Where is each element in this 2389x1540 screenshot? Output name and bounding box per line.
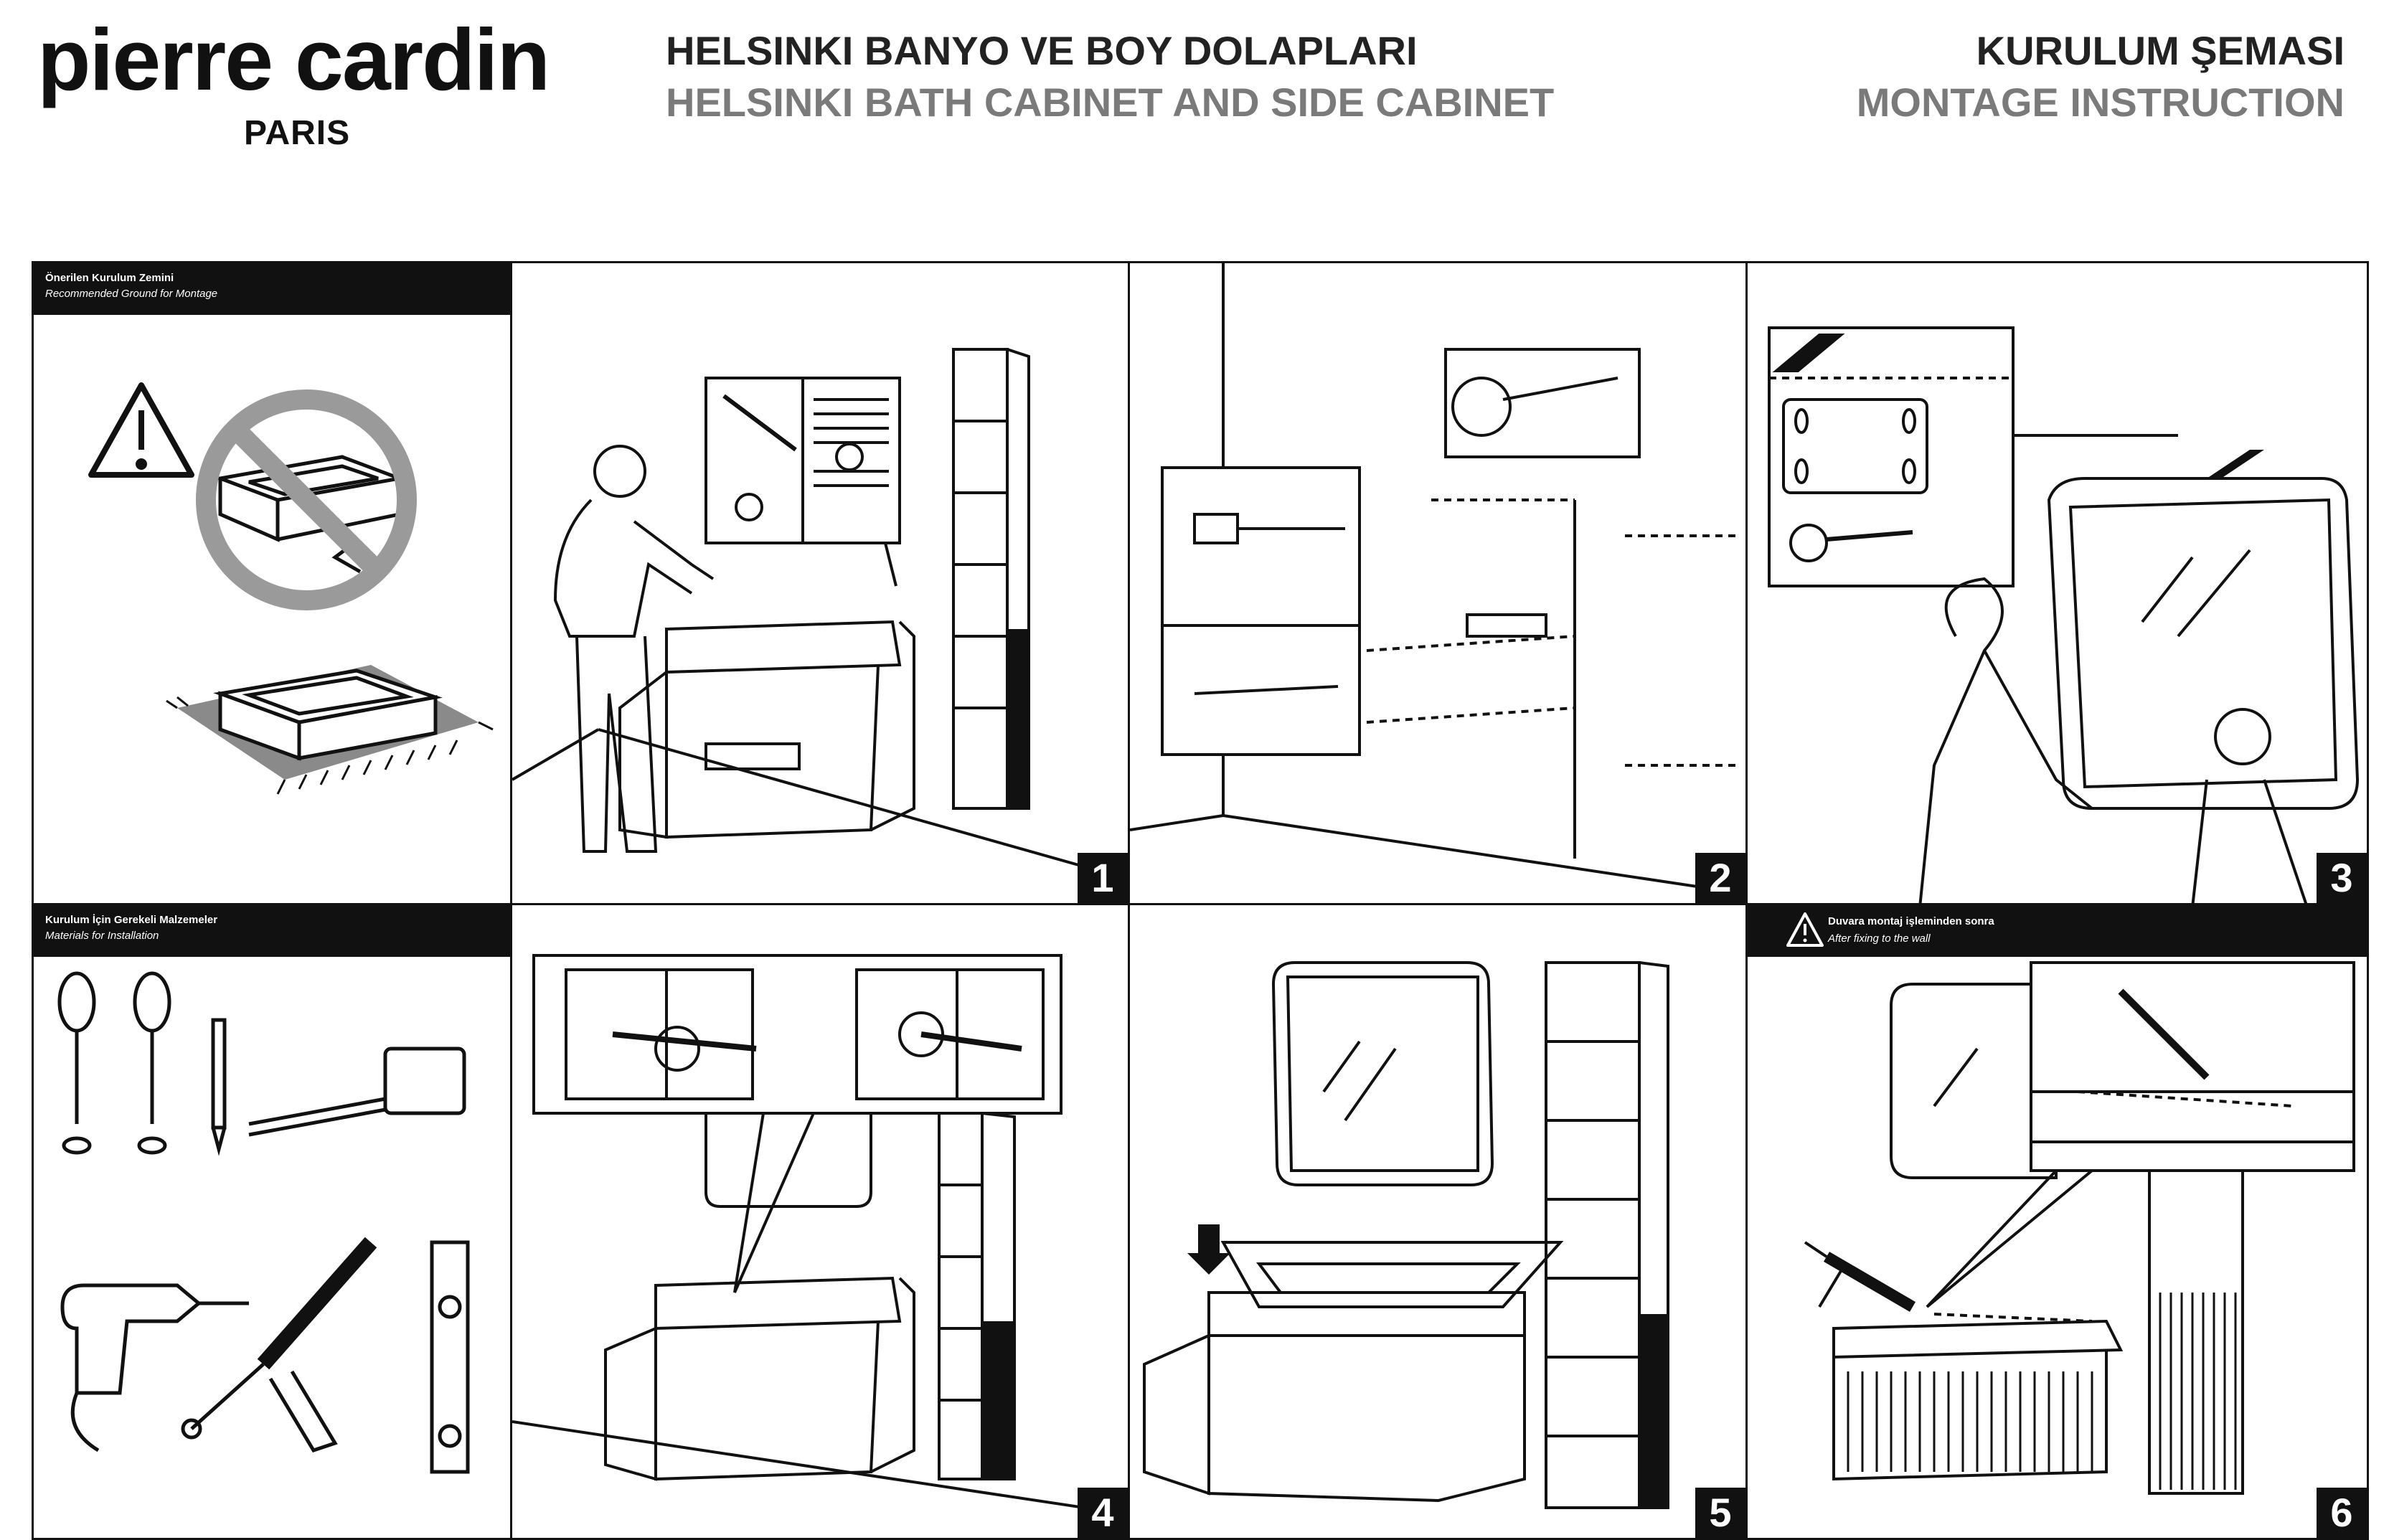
panel-step-5: 5 [1128,903,1748,1540]
panel-step-2: 2 [1128,261,1748,905]
step-number-2: 2 [1695,853,1745,903]
no-sign-icon [196,389,417,610]
step-6-illustration [1804,961,2355,1495]
caulking-gun-icon [181,1237,377,1453]
panel-step-6: Duvara montaj işleminden sonra After fix… [1745,903,2369,1540]
drill-icon [60,1283,249,1452]
ground-label-en: Recommended Ground for Montage [45,288,218,300]
doc-type-english: MONTAGE INSTRUCTION [1856,80,2345,125]
step-1-illustration [512,348,1128,881]
step-number-4: 4 [1078,1488,1128,1538]
brand-logo: pierre cardin [37,11,550,108]
panel-step-3: 3 [1745,261,2369,905]
after-wall-label-en: After fixing to the wall [1828,932,1931,945]
tape-measure-icon [248,1047,466,1137]
screwdriver-icon [133,971,171,1155]
step-number-6: 6 [2317,1488,2367,1538]
step-5-illustration [1143,961,1669,1509]
warning-icon [88,382,194,478]
panel-materials: Kurulum İçin Gerekeli Malzemeler Materia… [32,903,512,1540]
materials-illustration [57,971,470,1474]
step-3-illustration [1768,326,2360,903]
materials-label-tr: Kurulum İçin Gerekeli Malzemeler [45,914,218,926]
step-2-illustration [1130,263,1745,896]
screwdriver-icon [57,971,96,1155]
doc-type-turkish: KURULUM ŞEMASI [1976,28,2345,73]
step-4-illustration [512,954,1128,1516]
after-wall-label-tr: Duvara montaj işleminden sonra [1828,915,1994,927]
spirit-level-icon [430,1240,470,1474]
title-turkish: HELSINKI BANYO VE BOY DOLAPLARI [666,28,1418,73]
panel-ground: Önerilen Kurulum Zemini Recommended Grou… [32,261,512,905]
brand-sub: PARIS [244,114,351,152]
step-number-5: 5 [1695,1488,1745,1538]
band-materials: Kurulum İçin Gerekeli Malzemeler Materia… [34,905,510,957]
panel-step-1: 1 [510,261,1130,905]
pencil-icon [211,1018,227,1156]
title-english: HELSINKI BATH CABINET AND SIDE CABINET [666,80,1555,125]
step-number-1: 1 [1078,853,1128,903]
panel-step-4: 4 [510,903,1130,1540]
band-ground: Önerilen Kurulum Zemini Recommended Grou… [34,263,510,315]
step-number-3: 3 [2317,853,2367,903]
ground-illustration [88,382,494,795]
ground-label-tr: Önerilen Kurulum Zemini [45,272,174,284]
warning-icon [1786,912,1824,947]
materials-label-en: Materials for Installation [45,930,159,942]
band-after-wall: Duvara montaj işleminden sonra After fix… [1748,905,2367,957]
